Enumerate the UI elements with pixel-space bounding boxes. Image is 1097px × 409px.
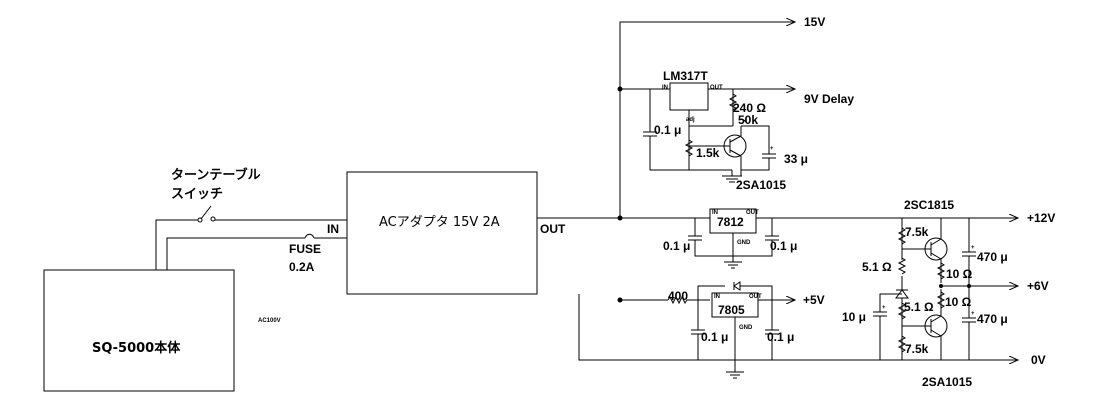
lm317-pin-in: IN (662, 85, 668, 91)
split-r10-bot (936, 291, 946, 309)
lm317-name: LM317T (663, 69, 708, 83)
fuse-label: FUSE (289, 242, 321, 256)
ac-adapter-box (346, 171, 538, 295)
adapter-out-label: OUT (540, 222, 566, 236)
svg-text:+: + (770, 146, 774, 152)
svg-text:+: + (882, 305, 886, 311)
split-r10-top-label: 10 Ω (946, 267, 973, 281)
split-c-mid-label: 10 μ (842, 310, 866, 324)
reg7812-pin-out: OUT (746, 210, 759, 216)
reg7805-rin (667, 295, 710, 305)
reg7805-pin-gnd: GND (739, 325, 753, 331)
split-r51-top-label: 5.1 Ω (862, 260, 892, 274)
rail-0v-label: 0V (1031, 353, 1046, 367)
fuse-value: 0.2A (289, 260, 315, 274)
reg7805-rin-label: 400 (668, 289, 688, 303)
lm317-transistor-label: 2SA1015 (736, 178, 786, 192)
reg7805-diode (733, 281, 741, 291)
rail-12v-label: +12V (1027, 211, 1055, 225)
rail-15v-wire (619, 22, 795, 218)
split-r10-top (936, 262, 946, 280)
reg7805-name: 7805 (718, 303, 745, 317)
lm317-pin-adj: adj (686, 117, 695, 123)
reg7805-pin-in: IN (714, 294, 720, 300)
split-r-bot-label: 7.5k (905, 342, 929, 356)
lm317-cout-label: 33 μ (784, 152, 808, 166)
lm317-rtop (728, 93, 738, 111)
reg7812-cout-label: 0.1 μ (770, 239, 797, 253)
split-r-top-label: 7.5k (905, 225, 929, 239)
reg7805-body (711, 292, 759, 318)
rail-5v-label: +5V (803, 293, 825, 307)
rail-15v-label: 15V (804, 15, 825, 29)
split-r51-top (897, 257, 907, 275)
lm317-rbot (684, 139, 694, 157)
main-unit-box (43, 269, 235, 392)
reg7805-pin-out: OUT (749, 294, 762, 300)
switch-label-line2: スイッチ (171, 187, 223, 202)
main-unit-label: SQ-5000本体 (92, 340, 181, 356)
lm317-body (669, 82, 709, 111)
split-r51-bot-label: 5.1 Ω (904, 300, 934, 314)
lm317-rbot-label: 1.5k (696, 146, 720, 160)
split-r10-bot-label: 10 Ω (945, 295, 972, 309)
reg7812-cin-label: 0.1 μ (663, 239, 690, 253)
ac-adapter-label: ACアダプタ 15V 2A (379, 215, 500, 230)
split-r-top (897, 227, 907, 245)
switch-wire (155, 219, 198, 270)
turntable-switch (197, 205, 347, 223)
ac-voltage-label: AC100V (258, 318, 281, 324)
split-r-bot (897, 335, 907, 353)
lm317-cin-label: 0.1 μ (654, 123, 681, 137)
rail-9v-label: 9V Delay (804, 92, 854, 106)
reg7805-cout-label: 0.1 μ (767, 330, 794, 344)
svg-text:+: + (971, 311, 975, 317)
lm317-pot-label: 50k (738, 113, 758, 127)
reg7812-pin-in: IN (712, 210, 718, 216)
fuse-symbol (304, 233, 347, 239)
fuse-wire (166, 237, 305, 270)
split-c-top-label: 470 μ (977, 250, 1008, 264)
reg7805-cin-label: 0.1 μ (701, 330, 728, 344)
switch-label-line1: ターンテーブル (171, 167, 261, 183)
rail-0v-wire (578, 294, 1018, 360)
lm317-rtop-label: 240 Ω (733, 101, 766, 115)
split-r51-bot (897, 302, 907, 320)
split-c-bot-label: 470 μ (977, 312, 1008, 326)
split-q-top-label: 2SC1815 (904, 198, 954, 212)
lm317-pot (743, 119, 748, 124)
adapter-in-label: IN (327, 222, 339, 236)
reg7812-pin-gnd: GND (737, 240, 751, 246)
svg-text:+: + (971, 245, 975, 251)
lm317-pin-out: OUT (710, 85, 723, 91)
rail-6v-label: +6V (1027, 279, 1049, 293)
reg7812-name: 7812 (717, 215, 744, 229)
split-q-bot-label: 2SA1015 (922, 375, 972, 389)
